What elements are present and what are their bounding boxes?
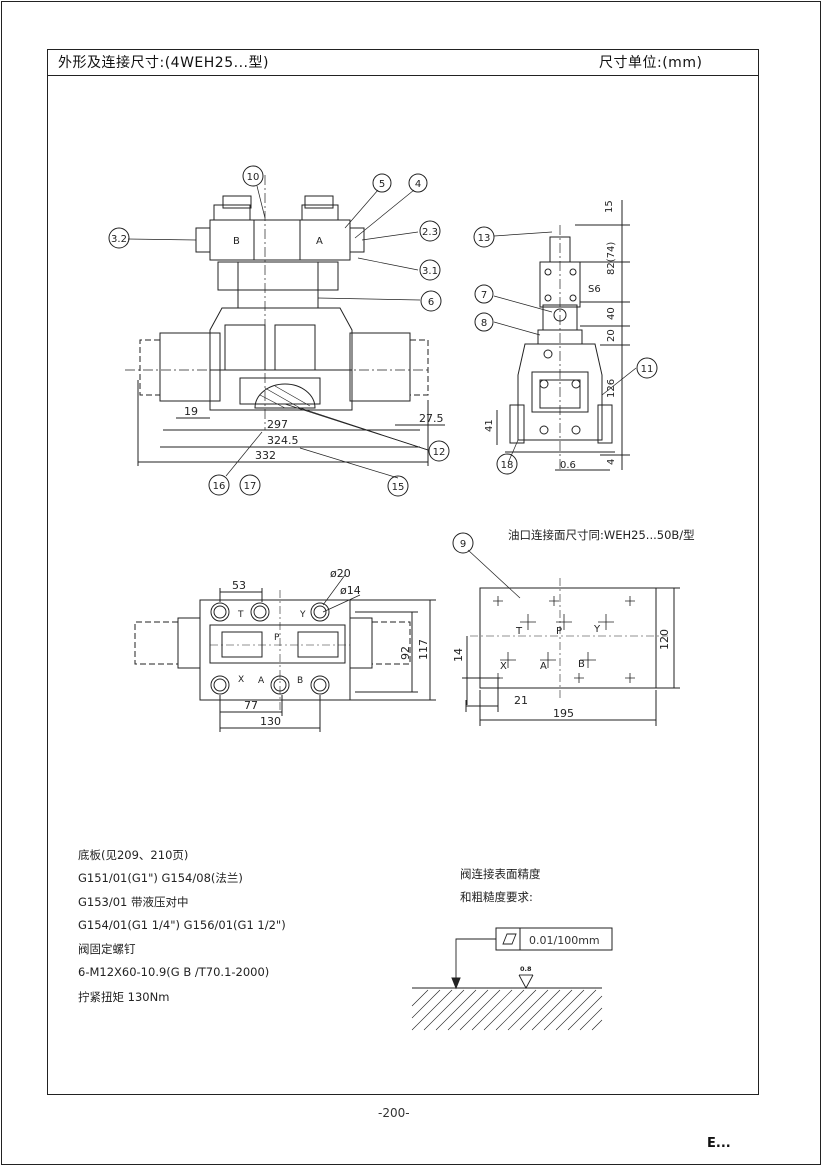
- callout-10: 10: [247, 172, 260, 183]
- page-number: -200-: [378, 1106, 410, 1120]
- dim-27-5: 27.5: [419, 412, 444, 425]
- dim-20: 20: [606, 329, 617, 342]
- callout-12: 12: [433, 447, 446, 458]
- callout-11: 11: [641, 364, 654, 375]
- surface-spec: 0.01/100mm 0.8: [411, 927, 613, 1031]
- dim-82-74: 82(74): [606, 242, 617, 275]
- callout-6: 6: [428, 297, 434, 308]
- dim-15: 15: [604, 200, 615, 213]
- callout-5: 5: [379, 179, 385, 190]
- callout-9: 9: [460, 539, 466, 550]
- surface-label-1: 阀连接表面精度: [460, 867, 541, 881]
- front-callouts: 10 5 4 3.2 2.3 3.1 6 12 16 17 15: [108, 165, 450, 497]
- dim-324-5: 324.5: [267, 434, 299, 447]
- dim-53: 53: [232, 579, 246, 592]
- note-line-5: 阀固定螺钉: [78, 942, 136, 956]
- corner-mark: E...: [707, 1136, 731, 1151]
- dim-92: 92: [399, 646, 412, 660]
- callout-3-1: 3.1: [422, 266, 438, 277]
- top-letter-t: T: [237, 610, 244, 620]
- note-line-7: 拧紧扭矩 130Nm: [78, 990, 170, 1004]
- interface-view: T P Y X A B 14 21 195 120 9: [452, 532, 680, 726]
- top-letter-y: Y: [299, 610, 306, 620]
- drawing-frame: [47, 49, 759, 1095]
- top-letter-a: A: [258, 676, 265, 686]
- dim-21: 21: [514, 694, 528, 707]
- unit-label: 尺寸单位:(mm): [599, 55, 703, 71]
- dim-d20: ø20: [330, 567, 351, 580]
- dim-297: 297: [267, 418, 288, 431]
- dim-120: 120: [658, 629, 671, 650]
- dim-14: 14: [452, 648, 465, 662]
- header-rule: [47, 75, 759, 76]
- dim-332: 332: [255, 449, 276, 462]
- top-letter-x: X: [238, 675, 244, 685]
- side-view: 15 82(74) S6 40 20 126 41 0.6 4: [484, 200, 637, 471]
- callout-8: 8: [481, 318, 487, 329]
- dim-41: 41: [484, 419, 495, 432]
- port-x: X: [500, 661, 507, 672]
- top-view: T P X Y B A 53 ø20 ø14 92 117 77 130: [134, 567, 436, 732]
- callout-7: 7: [481, 290, 487, 301]
- callout-17: 17: [244, 481, 257, 492]
- front-view: B A 19 297 324.5 332 27.5: [125, 175, 445, 479]
- note-line-6: 6-M12X60-10.9(G B /T70.1-2000): [78, 965, 270, 979]
- page-title: 外形及连接尺寸:(4WEH25...型): [58, 55, 269, 71]
- dim-0-6: 0.6: [560, 460, 576, 471]
- callout-4: 4: [415, 179, 421, 190]
- dim-117: 117: [417, 639, 430, 660]
- callout-3-2: 3.2: [111, 234, 127, 245]
- dim-77: 77: [244, 699, 258, 712]
- note-line-3: G153/01 带液压对中: [78, 895, 189, 909]
- note-line-4: G154/01(G1 1/4") G156/01(G1 1/2"): [78, 918, 286, 932]
- dim-195: 195: [553, 707, 574, 720]
- port-a: A: [540, 661, 547, 672]
- callout-13: 13: [478, 233, 491, 244]
- callout-18: 18: [501, 460, 514, 471]
- interface-caption: 油口连接面尺寸同:WEH25...50B/型: [508, 528, 695, 542]
- front-letter-a: A: [316, 236, 323, 247]
- roughness-value: 0.8: [520, 965, 532, 973]
- dim-4: 4: [606, 459, 617, 465]
- note-line-2: G151/01(G1") G154/08(法兰): [78, 871, 243, 885]
- top-letter-b: B: [297, 676, 303, 686]
- dim-40: 40: [606, 307, 617, 320]
- surface-label-2: 和粗糙度要求:: [460, 890, 533, 904]
- port-y: Y: [593, 624, 601, 635]
- note-line-1: 底板(见209、210页): [78, 848, 189, 862]
- dim-126: 126: [606, 379, 617, 398]
- callout-15: 15: [392, 482, 405, 493]
- port-t: T: [515, 626, 523, 637]
- callout-16: 16: [213, 481, 226, 492]
- side-callouts: 13 7 8 11 18: [473, 226, 658, 475]
- callout-2-3: 2.3: [422, 227, 438, 238]
- port-p: P: [556, 626, 562, 637]
- port-b: B: [578, 659, 585, 670]
- front-letter-b: B: [233, 236, 240, 247]
- dim-s6: S6: [588, 284, 601, 295]
- dim-19: 19: [184, 405, 198, 418]
- dim-d14: ø14: [340, 584, 361, 597]
- dim-130: 130: [260, 715, 281, 728]
- flatness-value: 0.01/100mm: [529, 934, 600, 947]
- top-letter-p: P: [274, 633, 280, 643]
